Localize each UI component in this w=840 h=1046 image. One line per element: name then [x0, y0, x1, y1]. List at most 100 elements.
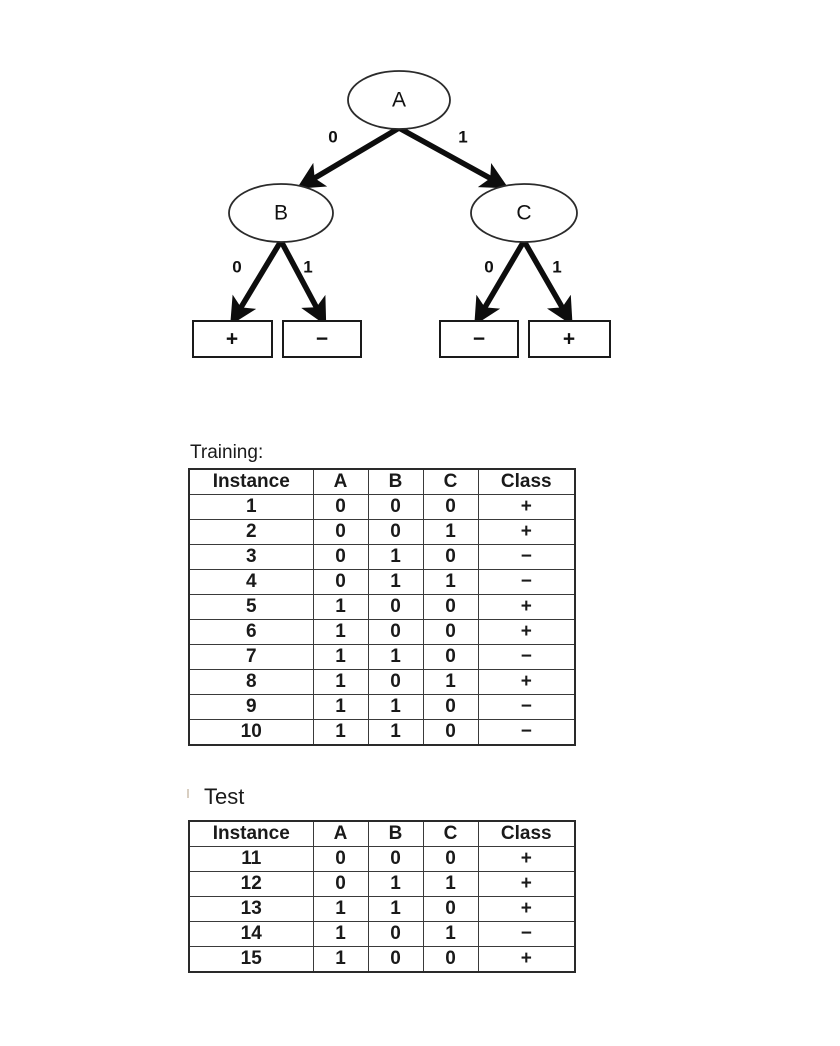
training-table-cell-r0-c3: 0 [422, 494, 479, 520]
training-table-cell-r6-c3: 0 [422, 644, 479, 670]
training-table-cell-r8-c2: 1 [367, 694, 424, 720]
edge-label-b-to-leaf-b0: 0 [232, 257, 241, 276]
test-table-cell-r2-c3: 0 [422, 896, 479, 922]
training-table-cell-r2-c4: − [477, 544, 576, 570]
training-table-cell-r3-c0: 4 [188, 569, 314, 595]
test-col-header-c: C [422, 820, 479, 847]
test-table-header-row: Instance A B C Class [188, 820, 576, 847]
edge-a-to-b [296, 125, 401, 189]
test-table-cell-r1-c4: + [477, 871, 576, 897]
training-table-cell-r3-c3: 1 [422, 569, 479, 595]
training-table-cell-r6-c1: 1 [312, 644, 369, 670]
training-table-cell-r0-c2: 0 [367, 494, 424, 520]
training-table-cell-r6-c2: 1 [367, 644, 424, 670]
test-table-cell-r1-c2: 1 [367, 871, 424, 897]
training-table-cell-r5-c3: 0 [422, 619, 479, 645]
training-table-cell-r4-c0: 5 [188, 594, 314, 620]
tree-node-c-label: C [516, 202, 531, 225]
training-table-cell-r5-c1: 1 [312, 619, 369, 645]
test-table-cell-r2-c0: 13 [188, 896, 314, 922]
training-table-cell-r7-c3: 1 [422, 669, 479, 695]
tree-node-a-label: A [392, 89, 406, 112]
tree-leaf-b1-label: − [316, 328, 328, 351]
edge-label-c-to-leaf-c1: 1 [552, 257, 561, 276]
test-table-cell-r0-c0: 11 [188, 846, 314, 872]
training-table-cell-r8-c0: 9 [188, 694, 314, 720]
test-table-cell-r2-c2: 1 [367, 896, 424, 922]
test-table-cell-r3-c3: 1 [422, 921, 479, 947]
training-table-cell-r2-c3: 0 [422, 544, 479, 570]
training-table-cell-r7-c0: 8 [188, 669, 314, 695]
training-table-cell-r7-c4: + [477, 669, 576, 695]
test-caption-mark [187, 789, 189, 798]
test-table-cell-r1-c0: 12 [188, 871, 314, 897]
training-table-cell-r4-c3: 0 [422, 594, 479, 620]
training-table-cell-r5-c4: + [477, 619, 576, 645]
test-table-cell-r1-c3: 1 [422, 871, 479, 897]
training-col-header-class: Class [477, 468, 576, 495]
test-table-cell-r4-c1: 1 [312, 946, 369, 973]
test-caption: Test [204, 784, 245, 809]
tree-node-b-label: B [274, 202, 288, 225]
tree-leaf-b0[interactable] [192, 320, 273, 358]
training-table-cell-r2-c2: 1 [367, 544, 424, 570]
training-table-cell-r1-c3: 1 [422, 519, 479, 545]
training-table-cell-r4-c4: + [477, 594, 576, 620]
edge-label-b-to-leaf-b1: 1 [303, 257, 312, 276]
training-table-cell-r3-c2: 1 [367, 569, 424, 595]
training-table-cell-r4-c1: 1 [312, 594, 369, 620]
test-table-cell-r4-c3: 0 [422, 946, 479, 973]
training-table-cell-r0-c1: 0 [312, 494, 369, 520]
training-table-cell-r8-c1: 1 [312, 694, 369, 720]
tree-node-c[interactable] [470, 183, 578, 243]
decision-tree-figure: A B C + − − + 0 1 0 1 0 1 [0, 0, 840, 420]
training-table-cell-r0-c4: + [477, 494, 576, 520]
edge-c-to-leaf-c1 [521, 239, 573, 326]
training-table-cell-r7-c2: 0 [367, 669, 424, 695]
test-col-header-a: A [312, 820, 369, 847]
training-table-cell-r4-c2: 0 [367, 594, 424, 620]
edge-label-c-to-leaf-c0: 0 [484, 257, 493, 276]
training-col-header-b: B [367, 468, 424, 495]
test-col-header-class: Class [477, 820, 576, 847]
edge-label-a-to-c: 1 [458, 127, 467, 146]
edge-label-a-to-b: 0 [328, 127, 337, 146]
training-table-cell-r3-c4: − [477, 569, 576, 595]
test-table-cell-r4-c2: 0 [367, 946, 424, 973]
training-table-cell-r9-c2: 1 [367, 719, 424, 746]
tree-leaf-c0[interactable] [439, 320, 519, 358]
training-col-header-c: C [422, 468, 479, 495]
training-table-cell-r1-c1: 0 [312, 519, 369, 545]
decision-tree-svg: A B C + − − + 0 1 0 1 0 1 [192, 70, 611, 358]
tree-leaf-c1[interactable] [528, 320, 611, 358]
training-table-cell-r7-c1: 1 [312, 669, 369, 695]
training-table-cell-r5-c2: 0 [367, 619, 424, 645]
tree-node-a[interactable] [347, 70, 451, 130]
test-table-cell-r2-c4: + [477, 896, 576, 922]
edge-b-to-leaf-b0 [230, 239, 284, 326]
test-table-cell-r3-c4: − [477, 921, 576, 947]
training-table-cell-r8-c4: − [477, 694, 576, 720]
tree-leaf-b1[interactable] [282, 320, 362, 358]
training-table-cell-r3-c1: 0 [312, 569, 369, 595]
edge-c-to-leaf-c0 [474, 239, 527, 326]
test-table-cell-r0-c2: 0 [367, 846, 424, 872]
training-table-header-row: Instance A B C Class [188, 468, 576, 495]
training-table-cell-r9-c1: 1 [312, 719, 369, 746]
edge-b-to-leaf-b1 [278, 239, 327, 326]
test-table-cell-r0-c4: + [477, 846, 576, 872]
tree-node-b[interactable] [228, 183, 334, 243]
test-table-cell-r4-c4: + [477, 946, 576, 973]
test-table-cell-r0-c3: 0 [422, 846, 479, 872]
